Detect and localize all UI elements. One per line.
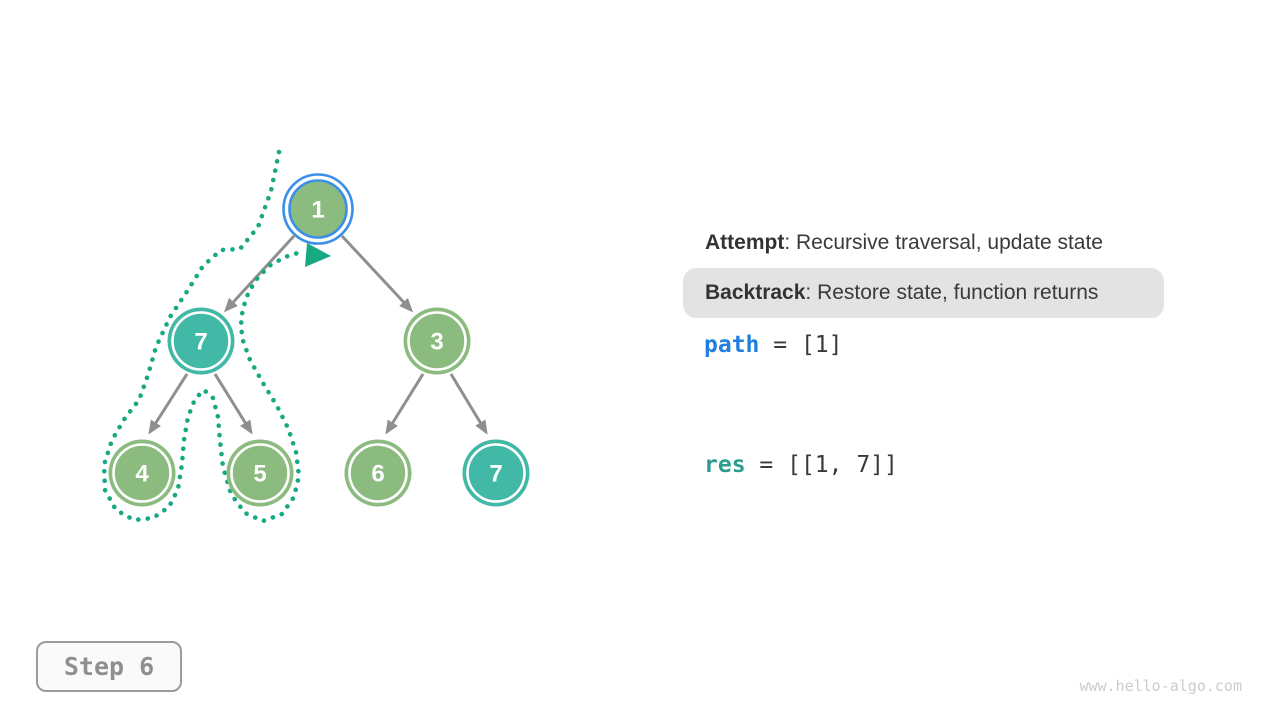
tree-node-7-left: 7 <box>167 307 235 375</box>
tree-node-3: 3 <box>403 307 471 375</box>
edge-7-5 <box>213 373 253 435</box>
res-state-line: res = [[1, 7]] <box>704 452 898 478</box>
node-value: 5 <box>253 461 266 488</box>
edge-1-3 <box>340 234 414 313</box>
node-value: 1 <box>311 197 324 224</box>
watermark: www.hello-algo.com <box>1079 677 1242 695</box>
node-value: 7 <box>194 329 207 356</box>
tree-node-5: 5 <box>226 439 294 507</box>
attempt-desc: : Recursive traversal, update state <box>784 231 1103 254</box>
node-value: 7 <box>489 461 502 488</box>
node-value: 6 <box>371 461 384 488</box>
edge-7-4 <box>148 373 189 435</box>
backtrack-trace-arrowhead <box>305 243 331 267</box>
tree-edges <box>148 234 488 435</box>
tree-node-4: 4 <box>108 439 176 507</box>
edge-1-7 <box>223 234 296 313</box>
backtrack-trace-path <box>101 149 304 524</box>
edge-3-6 <box>385 373 425 435</box>
attempt-legend: Attempt: Recursive traversal, update sta… <box>705 231 1103 255</box>
res-value: = [[1, 7]] <box>759 452 898 478</box>
path-state-line: path = [1] <box>704 332 843 358</box>
step-indicator[interactable]: Step 6 <box>36 641 182 692</box>
path-value: = [1] <box>773 332 843 358</box>
backtrack-desc: : Restore state, function returns <box>805 281 1099 304</box>
step-label: Step 6 <box>63 652 155 681</box>
path-variable: path <box>704 332 760 358</box>
node-value: 3 <box>430 329 443 356</box>
res-variable: res <box>704 452 746 478</box>
tree-node-1: 1 <box>282 173 354 245</box>
backtrack-legend-highlight: Backtrack: Restore state, function retur… <box>683 268 1164 318</box>
backtrack-term: Backtrack <box>705 281 806 304</box>
node-value: 4 <box>135 461 149 488</box>
tree-node-6: 6 <box>344 439 412 507</box>
edge-3-7 <box>449 373 488 435</box>
tree-diagram: 1 7 3 4 5 6 7 <box>101 149 530 524</box>
tree-node-7-right: 7 <box>462 439 530 507</box>
attempt-term: Attempt <box>705 231 785 254</box>
